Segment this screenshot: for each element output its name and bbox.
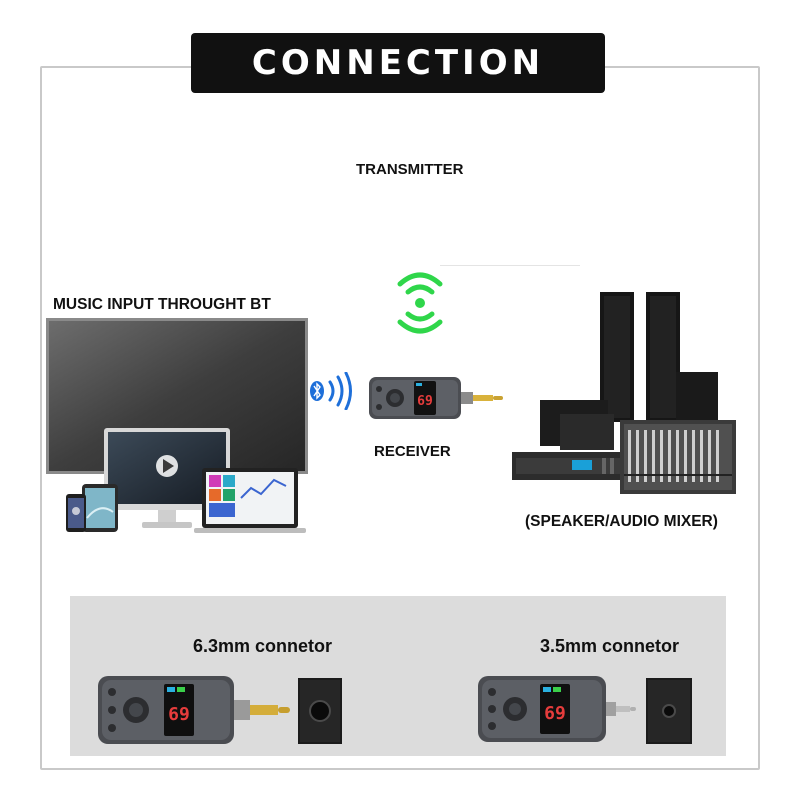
transmitter-label: TRANSMITTER	[356, 161, 464, 178]
source-devices-illustration	[46, 318, 308, 533]
device-63mm-illustration: 69	[98, 676, 342, 744]
tablet	[82, 484, 118, 532]
device-63mm-display-text: 69	[168, 704, 190, 725]
receiver-device-illustration: 69	[369, 377, 503, 419]
device-35mm-display-text: 69	[544, 703, 566, 724]
wireless-signal-icon	[397, 272, 443, 334]
tall-speaker-right	[646, 292, 680, 422]
play-icon	[156, 455, 178, 477]
bluetooth-icon	[310, 372, 352, 410]
page-title: CONNECTION	[191, 33, 605, 93]
amplifier	[512, 452, 624, 480]
receiver-label: RECEIVER	[374, 443, 451, 460]
connector-63mm-label: 6.3mm connetor	[193, 636, 333, 656]
music-input-label: MUSIC INPUT THROUGHT BT	[53, 296, 271, 313]
connector-35mm-label: 3.5mm connetor	[540, 636, 680, 656]
sub-speaker	[676, 372, 718, 422]
speaker-mixer-label: (SPEAKER/AUDIO MIXER)	[525, 513, 718, 530]
phone	[66, 494, 86, 532]
receiver-display-text: 69	[417, 394, 433, 409]
audio-mixer	[620, 420, 736, 494]
laptop	[194, 468, 306, 533]
amp-speaker	[540, 400, 614, 450]
device-35mm-illustration: 69	[478, 676, 692, 744]
divider-line	[440, 265, 580, 266]
speaker-mixer-illustration	[512, 292, 736, 494]
